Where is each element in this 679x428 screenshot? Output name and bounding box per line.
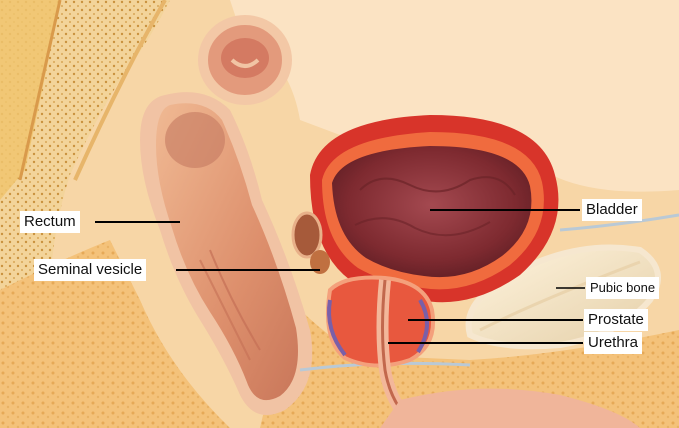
seminal-vesicle <box>293 213 321 257</box>
label-prostate: Prostate <box>584 309 648 331</box>
label-bladder: Bladder <box>582 199 642 221</box>
label-urethra: Urethra <box>584 332 642 354</box>
label-pubic-bone: Pubic bone <box>586 277 659 299</box>
label-rectum: Rectum <box>20 211 80 233</box>
label-seminal-vesicle: Seminal vesicle <box>34 259 146 281</box>
